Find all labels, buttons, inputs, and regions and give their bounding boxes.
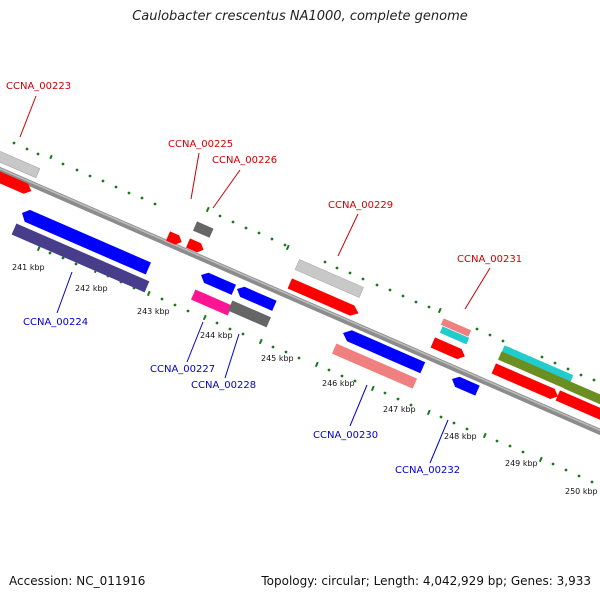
upper-gene-labels: CCNA_00223 CCNA_00225 CCNA_00226 CCNA_00… xyxy=(6,81,522,265)
upper-tick-ring xyxy=(12,141,596,382)
kbp-label: 249 kbp xyxy=(505,459,538,468)
gene-label[interactable]: CCNA_00232 xyxy=(395,465,460,476)
gene-arrow-blue[interactable] xyxy=(199,270,237,295)
genome-summary: Topology: circular; Length: 4,042,929 bp… xyxy=(261,574,591,588)
gene-arrow-red[interactable] xyxy=(430,337,467,361)
gene-block-red[interactable] xyxy=(555,390,600,423)
kbp-label: 248 kbp xyxy=(444,432,477,441)
gene-label[interactable]: CCNA_00223 xyxy=(6,81,71,92)
lower-gene-labels: CCNA_00224 CCNA_00227 CCNA_00228 CCNA_00… xyxy=(23,317,460,476)
gene-arrow-red[interactable] xyxy=(287,278,361,318)
gene-label[interactable]: CCNA_00229 xyxy=(328,200,393,211)
genome-backbone-highlight xyxy=(0,167,600,432)
kbp-label: 241 kbp xyxy=(12,263,45,272)
gene-block-olive[interactable] xyxy=(498,351,571,390)
gene-block-olive[interactable] xyxy=(564,380,600,409)
gene-arrow-blue-small[interactable] xyxy=(450,374,480,396)
gene-block-cyan-small[interactable] xyxy=(439,326,470,345)
gene-label[interactable]: CCNA_00231 xyxy=(457,254,522,265)
gene-label[interactable]: CCNA_00224 xyxy=(23,317,88,328)
gene-block-darkgrey-small[interactable] xyxy=(193,221,214,238)
kbp-label: 242 kbp xyxy=(75,284,108,293)
gene-block-grey[interactable] xyxy=(0,148,41,179)
kbp-label: 243 kbp xyxy=(137,307,170,316)
gene-block-cyan[interactable] xyxy=(501,345,574,382)
gene-arrow-red[interactable] xyxy=(0,168,34,197)
lower-tick-ring xyxy=(36,245,594,484)
kbp-label: 250 kbp xyxy=(565,487,598,496)
kbp-label: 247 kbp xyxy=(383,405,416,414)
lower-leader-lines xyxy=(56,271,449,464)
gene-label[interactable]: CCNA_00225 xyxy=(168,139,233,150)
kbp-labels: 241 kbp 242 kbp 243 kbp 244 kbp 245 kbp … xyxy=(12,263,598,496)
upper-leader-lines xyxy=(19,95,491,310)
gene-arrow-blue[interactable] xyxy=(235,284,277,311)
map-title: Caulobacter crescentus NA1000, complete … xyxy=(132,9,468,24)
gene-arrow-red-small[interactable] xyxy=(186,238,206,254)
gene-label[interactable]: CCNA_00230 xyxy=(313,430,378,441)
gene-block-salmon-small[interactable] xyxy=(440,318,472,337)
kbp-label: 244 kbp xyxy=(200,331,233,340)
gene-arrow-blue[interactable] xyxy=(341,327,426,374)
gene-label[interactable]: CCNA_00227 xyxy=(150,364,215,375)
kbp-label: 245 kbp xyxy=(261,354,294,363)
accession-label: Accession: NC_011916 xyxy=(9,574,146,588)
gene-block-salmon[interactable] xyxy=(332,343,418,389)
gene-label[interactable]: CCNA_00226 xyxy=(212,155,277,166)
kbp-label: 246 kbp xyxy=(322,379,355,388)
gene-arrow-red-small[interactable] xyxy=(166,231,184,246)
gene-block-slate[interactable] xyxy=(11,223,150,293)
gene-label[interactable]: CCNA_00228 xyxy=(191,380,256,391)
gene-block-darkgrey[interactable] xyxy=(228,300,271,328)
genome-backbone xyxy=(0,166,600,436)
gene-block-magenta[interactable] xyxy=(191,289,233,316)
gene-block-lightgrey[interactable] xyxy=(294,259,364,298)
gene-arrow-blue[interactable] xyxy=(19,207,151,275)
gene-arrow-red[interactable] xyxy=(491,363,561,401)
gene-features xyxy=(0,148,600,423)
